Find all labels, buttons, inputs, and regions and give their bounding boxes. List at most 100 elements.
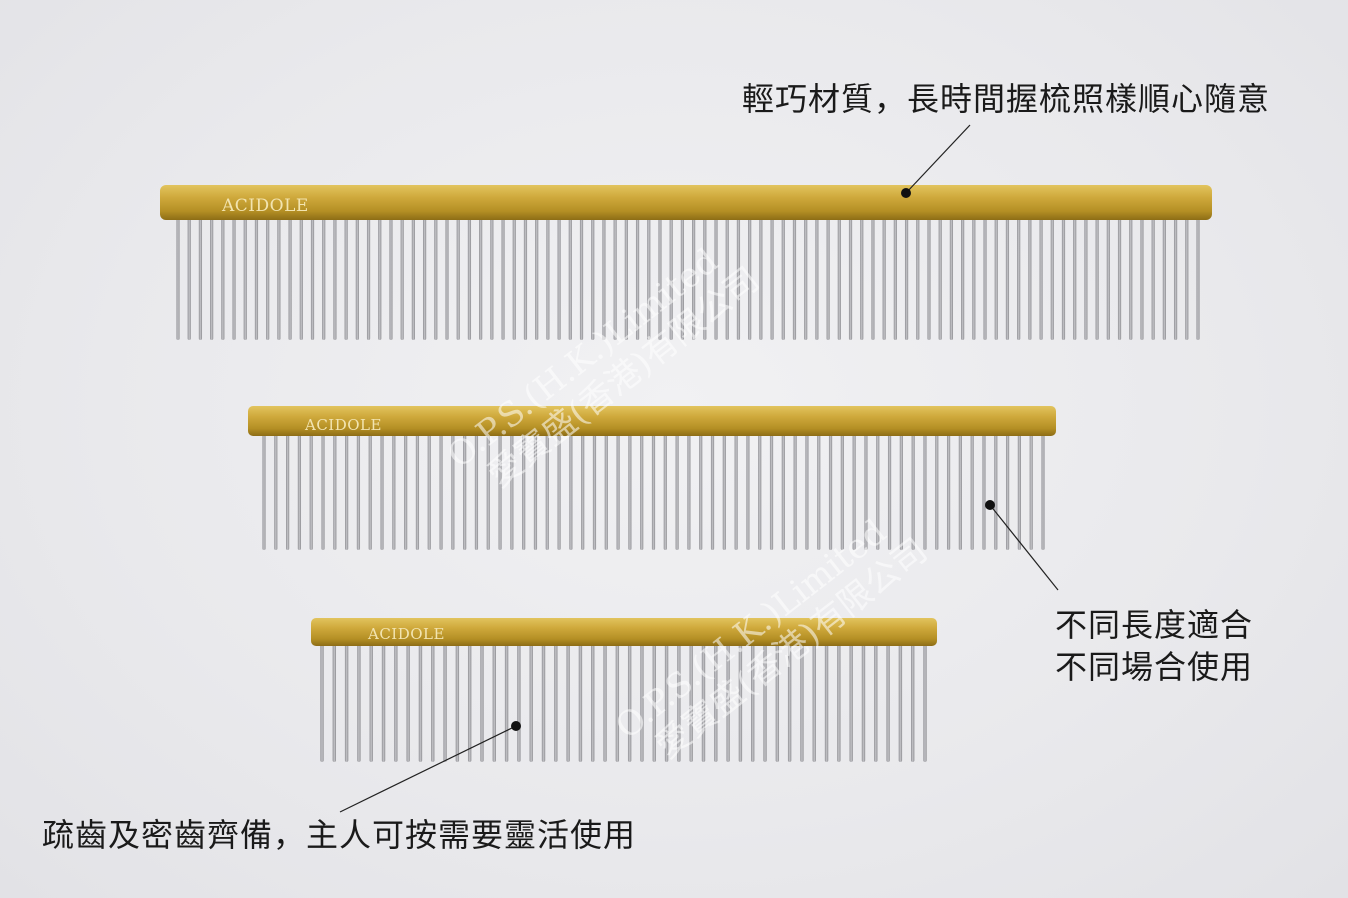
comb-tooth — [826, 218, 830, 340]
comb-tooth — [333, 218, 337, 340]
comb-tooth — [479, 218, 483, 340]
comb-tooth — [736, 218, 741, 340]
comb-tooth — [837, 218, 841, 340]
callout-top — [901, 124, 971, 198]
comb-tooth — [578, 644, 583, 762]
comb-tooth — [394, 644, 398, 762]
comb-tooth — [840, 434, 844, 550]
comb-tooth — [381, 644, 386, 762]
comb-tooth — [1196, 218, 1200, 340]
callout-dot — [901, 188, 911, 198]
comb-tooth — [545, 434, 549, 550]
comb-tooth — [627, 644, 632, 762]
comb-tooth — [893, 218, 897, 340]
comb-tooth — [210, 218, 214, 340]
comb-tooth — [882, 218, 886, 340]
comb-tooth — [498, 434, 502, 550]
comb-tooth — [262, 434, 266, 550]
comb-tooth — [533, 434, 538, 550]
comb-tooth — [763, 644, 767, 762]
comb-tooth — [198, 218, 203, 340]
comb-tooth — [734, 434, 738, 550]
comb-tooth — [415, 434, 420, 550]
comb-tooth — [274, 434, 278, 550]
caption-lengths: 不同長度適合 不同場合使用 — [1055, 604, 1253, 688]
comb-tooth — [345, 434, 349, 550]
comb-tooth — [1106, 218, 1110, 340]
comb-tooth — [1005, 434, 1010, 550]
comb-tooth — [751, 644, 755, 762]
medium-comb-brand-logo: ACIDOLE — [304, 416, 382, 434]
comb-tooth — [759, 218, 763, 340]
comb-tooth — [982, 434, 986, 550]
comb-tooth — [898, 644, 903, 762]
comb-tooth — [480, 644, 484, 762]
comb-tooth — [566, 644, 570, 762]
comb-tooth — [411, 218, 415, 340]
comb-tooth — [522, 434, 526, 550]
comb-tooth — [725, 218, 729, 340]
comb-tooth — [378, 218, 382, 340]
comb-tooth — [400, 218, 404, 340]
comb-tooth — [1129, 218, 1133, 340]
medium-comb-teeth — [262, 434, 1045, 550]
comb-tooth — [299, 218, 303, 340]
comb-tooth — [322, 218, 326, 340]
comb-tooth — [187, 218, 191, 340]
comb-tooth — [579, 218, 584, 340]
comb-tooth — [652, 644, 656, 762]
comb-tooth — [243, 218, 247, 340]
comb-tooth — [616, 434, 620, 550]
comb-tooth — [297, 434, 302, 550]
comb-tooth — [714, 644, 718, 762]
comb-tooth — [805, 434, 809, 550]
comb-tooth — [812, 644, 816, 762]
comb-tooth — [663, 434, 667, 550]
comb-tooth — [535, 218, 539, 340]
comb-tooth — [1185, 218, 1189, 340]
comb-tooth — [490, 218, 494, 340]
comb-tooth — [815, 218, 819, 340]
comb-tooth — [647, 218, 651, 340]
comb-tooth — [635, 218, 640, 340]
comb-tooth — [320, 644, 324, 762]
comb-tooth — [828, 434, 833, 550]
comb-tooth — [658, 218, 662, 340]
comb-tooth — [474, 434, 479, 550]
comb-tooth — [504, 644, 509, 762]
comb-tooth — [701, 644, 706, 762]
comb-tooth — [983, 218, 987, 340]
comb-tooth — [310, 218, 315, 340]
comb-tooth — [591, 218, 595, 340]
comb-tooth — [714, 218, 718, 340]
comb-tooth — [439, 434, 443, 550]
comb-tooth — [592, 434, 597, 550]
comb-tooth — [946, 434, 951, 550]
comb-tooth — [886, 644, 890, 762]
comb-tooth — [232, 218, 236, 340]
comb-tooth — [368, 434, 372, 550]
comb-tooth — [1140, 218, 1144, 340]
comb-tooth — [569, 434, 573, 550]
medium-comb: ACIDOLE — [248, 406, 1056, 550]
comb-tooth — [467, 218, 472, 340]
comb-tooth — [793, 434, 797, 550]
comb-tooth — [994, 218, 998, 340]
comb-tooth — [266, 218, 270, 340]
comb-tooth — [970, 434, 974, 550]
comb-tooth — [1084, 218, 1088, 340]
comb-tooth — [860, 218, 864, 340]
comb-tooth — [467, 644, 472, 762]
comb-tooth — [624, 218, 628, 340]
comb-tooth — [664, 644, 669, 762]
comb-tooth — [431, 644, 435, 762]
callout-middle — [985, 500, 1059, 591]
comb-tooth — [781, 434, 785, 550]
comb-tooth — [949, 218, 954, 340]
comb-tooth — [849, 644, 853, 762]
comb-tooth — [692, 218, 696, 340]
comb-tooth — [923, 434, 927, 550]
comb-tooth — [677, 644, 681, 762]
comb-tooth — [817, 434, 821, 550]
